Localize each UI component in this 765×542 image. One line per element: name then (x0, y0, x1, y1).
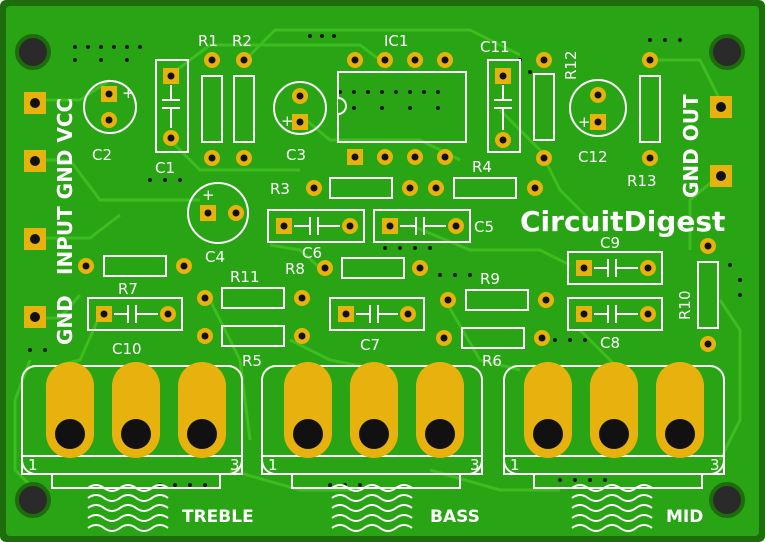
mounting-holes (15, 34, 745, 518)
mounting-hole-bottom-right (709, 482, 745, 518)
c11-label: C11 (480, 38, 510, 56)
ic1-label: IC1 (384, 32, 408, 50)
svg-text:+: + (578, 113, 591, 131)
r6-label: R6 (482, 352, 502, 370)
c7-label: C7 (360, 336, 380, 354)
resistor-r9: R9 (440, 270, 554, 311)
capacitor-c11: C11 (480, 38, 521, 153)
capacitor-c1: C1 (155, 59, 189, 177)
connector-label-right: GND OUT (679, 94, 703, 198)
capacitor-c8: C8 (567, 297, 663, 352)
c10-label: C10 (112, 340, 142, 358)
mounting-hole-top-right (709, 34, 745, 70)
r12-label: R12 (562, 50, 580, 80)
r11-label: R11 (230, 268, 260, 286)
svg-text:1: 1 (510, 456, 520, 474)
resistor-r6: R6 (436, 327, 550, 370)
resistor-r10: R10 (676, 238, 719, 352)
svg-text:3: 3 (710, 456, 720, 474)
c6-label: C6 (302, 244, 322, 262)
c4-label: C4 (205, 248, 225, 266)
connector-label-left-bottom: GND (53, 295, 77, 345)
r13-label: R13 (627, 172, 657, 190)
r9-label: R9 (480, 270, 500, 288)
logo-text: CircuitDigest (520, 205, 725, 238)
pot-treble: 1 3 TREBLE (21, 362, 254, 532)
resistor-r5: R5 (197, 325, 310, 370)
circuitdigest-logo: CircuitDigest (520, 205, 725, 238)
capacitor-c6: C6 (267, 209, 365, 262)
r4-label: R4 (472, 158, 492, 176)
r5-label: R5 (242, 352, 262, 370)
c3-label: C3 (286, 146, 306, 164)
pot-treble-label: TREBLE (182, 507, 254, 527)
c12-label: C12 (578, 148, 608, 166)
left-connector-pads (24, 92, 46, 328)
svg-text:1: 1 (268, 456, 278, 474)
c1-label: C1 (155, 159, 175, 177)
resistor-r8: R8 (285, 257, 428, 279)
c9-label: C9 (600, 234, 620, 252)
mounting-hole-top-left (15, 34, 51, 70)
resistor-r1: R1 (198, 32, 223, 166)
resistor-r11: R11 (197, 268, 310, 309)
svg-text:3: 3 (230, 456, 240, 474)
resistor-r4: R4 (428, 158, 543, 199)
capacitor-c7: C7 (329, 297, 425, 354)
resistor-r3: R3 (270, 177, 418, 199)
resistor-r2: R2 (232, 32, 255, 166)
capacitor-c2: + C2 (83, 80, 137, 164)
c8-label: C8 (600, 334, 620, 352)
r10-label: R10 (676, 290, 694, 320)
svg-text:+: + (202, 186, 215, 204)
svg-text:+: + (122, 84, 135, 102)
resistor-r13: R13 (627, 52, 661, 190)
r2-label: R2 (232, 32, 252, 50)
r3-label: R3 (270, 180, 290, 198)
c5-label: C5 (474, 218, 494, 236)
connector-label-left-top: INPUT GND VCC (53, 98, 77, 275)
via-dots (28, 34, 742, 487)
pot-bass: 1 3 BASS (261, 362, 483, 532)
r1-label: R1 (198, 32, 218, 50)
capacitor-c3: + C3 (273, 81, 327, 164)
ic1: IC1 (337, 32, 467, 165)
r7-label: R7 (118, 280, 138, 298)
mounting-hole-bottom-left (15, 482, 51, 518)
svg-text:3: 3 (470, 456, 480, 474)
capacitor-c9: C9 (567, 234, 663, 285)
r8-label: R8 (285, 260, 305, 278)
capacitor-c10: C10 (87, 297, 183, 358)
right-connector-pads (710, 96, 732, 187)
capacitor-c12: + C12 (569, 79, 627, 166)
pot-mid-label: MID (666, 507, 703, 527)
capacitor-c5: C5 (373, 209, 494, 243)
c2-label: C2 (92, 146, 112, 164)
pot-bass-label: BASS (430, 507, 480, 527)
svg-text:+: + (281, 112, 294, 130)
capacitor-c4: + C4 (187, 182, 249, 266)
resistor-r12: R12 (533, 50, 580, 166)
resistor-r7: R7 (78, 255, 192, 298)
pot-mid: 1 3 MID (503, 362, 725, 532)
svg-text:1: 1 (28, 456, 38, 474)
